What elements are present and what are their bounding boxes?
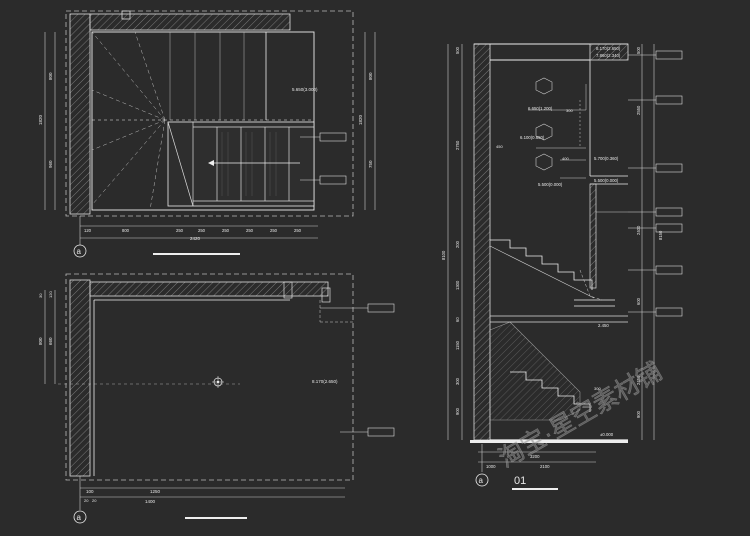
section-dim-left: 200 xyxy=(455,240,460,248)
section-tag-3 xyxy=(655,163,683,173)
small-dim-2: 400 xyxy=(562,156,569,161)
section-tag-5 xyxy=(655,223,683,233)
bottom-plan-dim-small-1: 20 xyxy=(84,498,89,503)
section-dim-right: 500 xyxy=(636,46,641,54)
level-g: ±0.000 xyxy=(600,432,614,437)
section-dim-left: 900 xyxy=(455,407,460,415)
top-plan-dim-bottom: 250 xyxy=(246,228,254,233)
section-tag-6 xyxy=(655,265,683,275)
section-dim-bottom-1: 3200 xyxy=(530,454,540,459)
small-dim-1: 450 xyxy=(496,144,503,149)
tag-box-3 xyxy=(367,303,395,313)
bottom-plan-dim-2: 100 xyxy=(86,489,94,494)
top-plan-wall-top xyxy=(89,13,291,31)
top-plan-dim-bottom: 800 xyxy=(122,228,130,233)
bottom-plan-grid-bubble xyxy=(73,510,87,524)
top-plan: 5.650(3.000) 120 800 250 250 250 250 250 250 24… xyxy=(38,10,376,258)
top-plan-elevation: 5.650(3.000) xyxy=(292,87,318,92)
section-grid-bubble xyxy=(475,473,489,487)
section-dim-left: 500 xyxy=(455,46,460,54)
top-plan-dim-right-2: 1820 xyxy=(358,114,363,125)
section-dim-right: 600 xyxy=(636,297,641,305)
bottom-plan-dim-left-2: 660 xyxy=(48,337,53,345)
small-dim-4: 300 xyxy=(594,386,601,391)
section-title: 01 xyxy=(514,475,526,487)
level-roof-sub: 7.860(2.340) xyxy=(596,53,621,58)
section-dim-bottom-3: 2100 xyxy=(540,464,550,469)
bottom-plan-dim-small-2: 20 xyxy=(92,498,97,503)
section-view: 8.170(2.650) 7.860(2.340) 6.650(1.200) 6… xyxy=(441,43,683,490)
bottom-plan: 8.170(2.650) 800 660 120 30 1250 100 140… xyxy=(38,273,395,524)
section-grid-label: a xyxy=(479,476,484,485)
section-dim-left: 2750 xyxy=(455,140,460,150)
section-dim-right: 2550 xyxy=(636,105,641,115)
level-marker-2 xyxy=(535,123,553,141)
top-plan-grid-label: a xyxy=(77,247,82,256)
bottom-plan-dim-left-small-2: 30 xyxy=(38,293,43,298)
top-plan-dim-bottom: 250 xyxy=(294,228,302,233)
section-tag-7 xyxy=(655,307,683,317)
level-roof-top: 8.170(2.650) xyxy=(596,46,621,51)
section-tag-2 xyxy=(655,95,683,105)
top-plan-dim-bottom: 250 xyxy=(270,228,278,233)
level-marker-3 xyxy=(535,153,553,171)
top-plan-dim-bottom: 250 xyxy=(222,228,230,233)
bottom-plan-grid-label: a xyxy=(77,513,82,522)
level-d: 5.500(0.000) xyxy=(538,182,563,187)
section-dim-right: 8150 xyxy=(658,230,663,240)
section-tag-1 xyxy=(655,50,683,60)
bottom-plan-boundary xyxy=(65,273,354,481)
section-roof-slab xyxy=(589,43,629,61)
section-tag-4 xyxy=(655,207,683,217)
level-c: 5.700(0.360) xyxy=(594,156,619,161)
bottom-plan-dim-1: 1250 xyxy=(150,489,161,494)
top-plan-dim-left-1: 800 xyxy=(48,72,53,80)
section-wall-left xyxy=(473,43,491,441)
level-e: 5.500(0.000) xyxy=(594,178,619,183)
level-b: 6.100(0.650) xyxy=(520,135,545,140)
top-plan-dim-total: 2420 xyxy=(190,236,201,241)
bottom-plan-elevation: 8.170(2.650) xyxy=(312,379,338,384)
tag-box-2 xyxy=(319,175,347,185)
bottom-plan-dim-left-1: 800 xyxy=(38,337,43,345)
section-dim-bottom-2: 1000 xyxy=(486,464,496,469)
level-marker-1 xyxy=(535,77,553,95)
section-dim-right: 2450 xyxy=(636,375,641,385)
section-dim-right: 900 xyxy=(636,410,641,418)
top-plan-dim-bottom: 250 xyxy=(198,228,206,233)
bottom-plan-wall-top xyxy=(89,281,329,297)
upper-flight xyxy=(490,239,593,290)
section-dim-left: 1150 xyxy=(455,340,460,350)
section-dim-left: 300 xyxy=(455,377,460,385)
small-dim-3: 300 xyxy=(566,108,573,113)
bottom-plan-dim-3: 1400 xyxy=(145,499,156,504)
top-plan-grid-bubble xyxy=(73,244,87,258)
section-dim-right: 2400 xyxy=(636,225,641,235)
section-dim-left: 60 xyxy=(455,317,460,322)
top-plan-dim-right-3: 750 xyxy=(368,160,373,168)
top-plan-dim-left-2: 1820 xyxy=(38,114,43,125)
lower-flight xyxy=(489,321,581,421)
section-dim-left: 1300 xyxy=(455,280,460,290)
stair-outline xyxy=(91,31,315,211)
bottom-plan-dim-left-small-1: 120 xyxy=(48,291,53,298)
top-plan-wall-left xyxy=(69,13,91,215)
bottom-plan-wall-left xyxy=(69,279,91,477)
tag-box-1 xyxy=(319,132,347,142)
top-plan-dim-left-3: 960 xyxy=(48,160,53,168)
top-plan-dim-right-1: 800 xyxy=(368,72,373,80)
section-dim-left: 8100 xyxy=(441,250,446,260)
tag-box-4 xyxy=(367,427,395,437)
top-plan-dim-bottom: 250 xyxy=(176,228,184,233)
top-plan-boundary xyxy=(65,10,354,217)
level-f: 2.450 xyxy=(598,323,609,328)
level-a: 6.650(1.200) xyxy=(528,106,553,111)
top-plan-dim-bottom: 120 xyxy=(84,228,92,233)
